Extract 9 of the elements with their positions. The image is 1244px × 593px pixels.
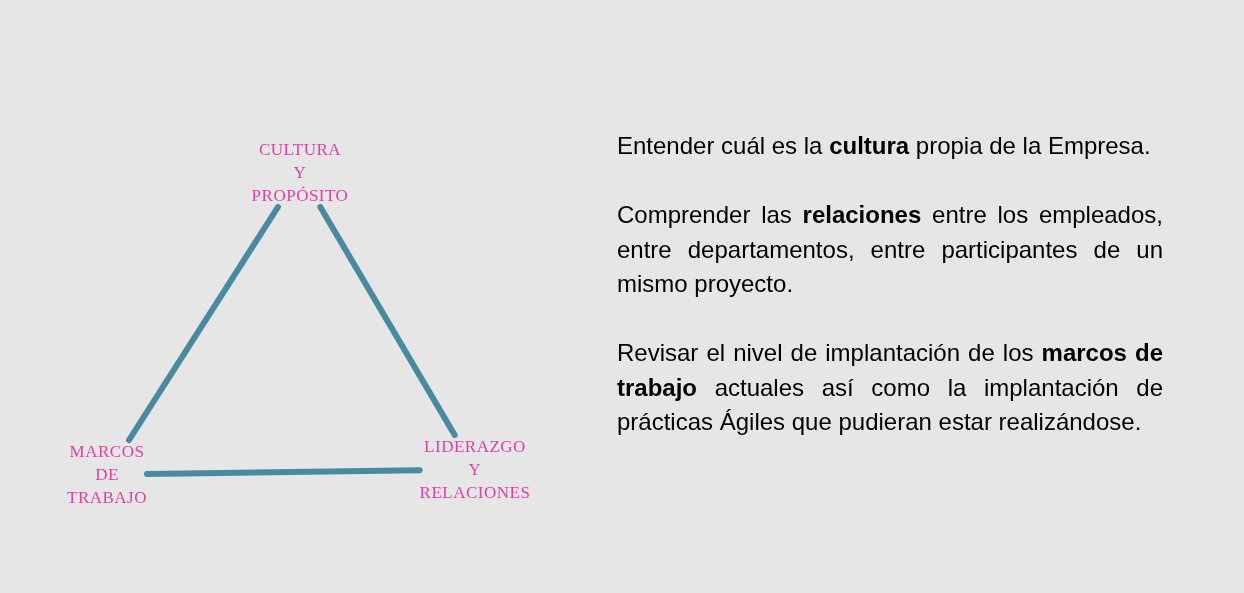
paragraph: Comprender las relaciones entre los empleados, entre departamentos, entre participantes de un mismo proyecto. xyxy=(617,200,1163,299)
triangle-side xyxy=(317,204,458,438)
paragraph: Entender cuál es la cultura propia de la Empresa. xyxy=(617,131,1152,161)
triangle-side xyxy=(144,467,423,477)
triangle-side xyxy=(126,204,281,443)
corner-label: MARCOS DE TRABAJO xyxy=(67,440,147,509)
corner-label: CULTURA Y PROPÓSITO xyxy=(251,138,349,207)
paragraph: Revisar el nivel de implantación de los marcos de trabajo actuales así como la implantación de prácticas Ágiles que pudieran estar realizándose. xyxy=(617,338,1163,437)
corner-label: LIDERAZGO Y RELACIONES xyxy=(419,435,531,504)
